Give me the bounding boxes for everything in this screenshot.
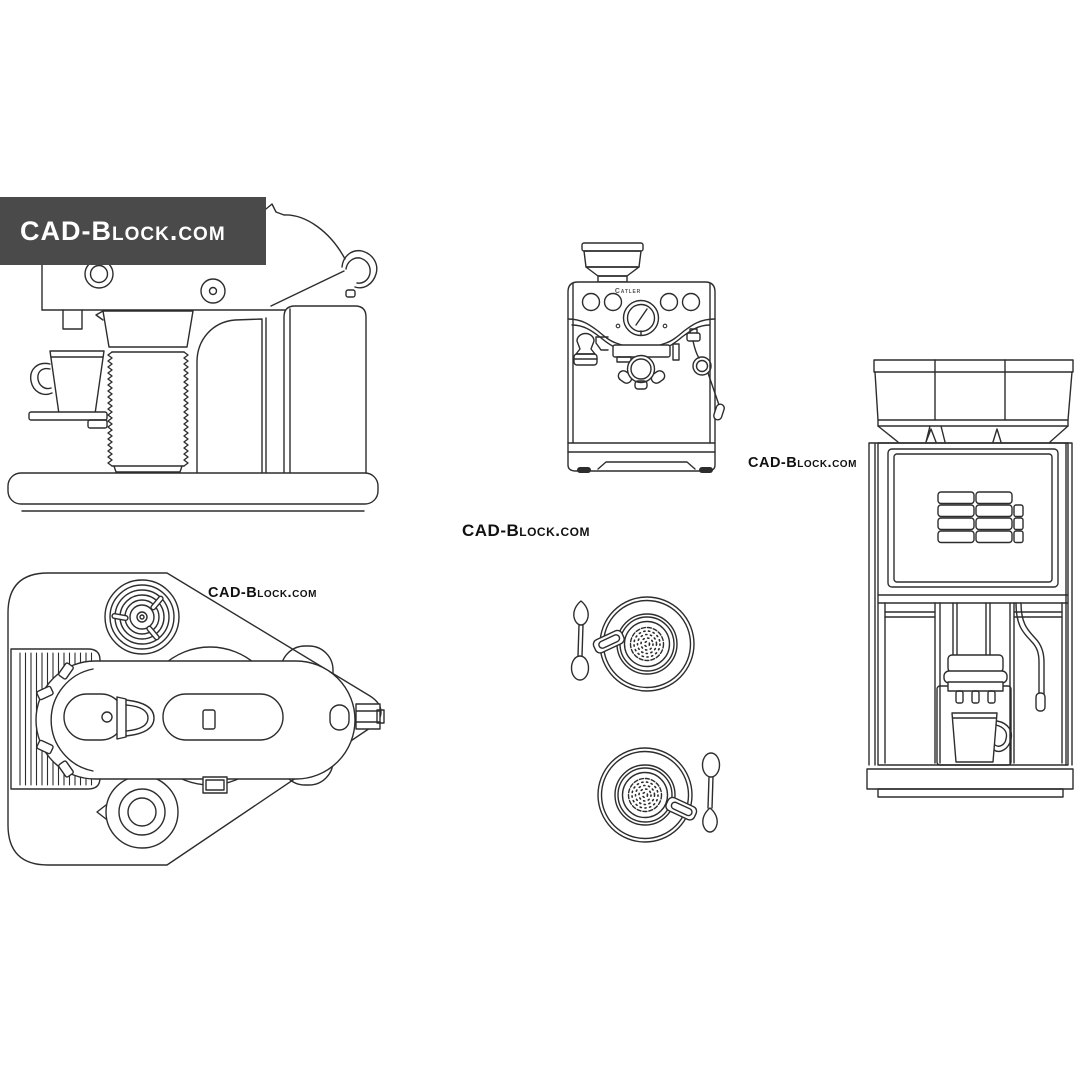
dispenser — [936, 602, 1012, 766]
milk-frother-top — [96, 775, 179, 849]
mid-section — [877, 594, 1069, 764]
bean-to-cup-machine-drawing — [866, 359, 1074, 798]
tamper — [573, 332, 598, 366]
coffee-foam — [627, 777, 663, 813]
top-recess — [162, 693, 284, 741]
cad-block-banner: CAD-Block.com — [0, 197, 266, 265]
vent-grate — [104, 579, 180, 655]
water-tank — [283, 305, 367, 474]
drip-tray — [597, 461, 696, 470]
watermark-center: CAD-Block.com — [462, 521, 590, 540]
bean-hoppers — [873, 359, 1074, 443]
watermark-right: CAD-Block.com — [748, 455, 857, 471]
foot-right — [699, 467, 713, 473]
banner-logo-text: CAD-Block.com — [20, 215, 226, 246]
mug — [951, 712, 1013, 763]
machine-column — [196, 317, 267, 474]
espresso-cup-and-tray — [28, 350, 108, 429]
espresso-machine-top-view-drawing — [7, 572, 385, 866]
bean-hopper — [581, 242, 644, 283]
machine-body-top — [35, 660, 385, 794]
cup-handle — [30, 362, 53, 396]
machine-head — [41, 203, 378, 330]
display-panel — [887, 448, 1059, 588]
lid-button — [200, 278, 226, 304]
coffee-foam — [629, 626, 665, 662]
lever-recess — [63, 693, 125, 741]
steam-wand — [1015, 602, 1046, 712]
steam-wand — [686, 328, 725, 421]
drink-buttons — [937, 491, 1024, 544]
brand-label: Catler — [615, 288, 641, 295]
lid-handle — [341, 249, 378, 298]
group-head-portafilter — [595, 336, 680, 390]
machine-base — [7, 472, 379, 512]
control-knobs — [581, 292, 701, 312]
capsule-clamp — [116, 696, 127, 740]
cup-tray — [28, 411, 108, 421]
rear-connector — [355, 703, 381, 730]
milk-frother — [95, 310, 194, 473]
watermark-top-view: CAD-Block.com — [208, 585, 317, 601]
espresso-cup — [49, 350, 105, 415]
coffee-cup-top — [592, 596, 695, 692]
cup-handle — [665, 796, 698, 821]
espresso-machine-front-view-drawing: Catler — [567, 242, 725, 473]
pressure-gauge — [615, 299, 668, 337]
coffee-cups-top-view-drawing — [570, 596, 721, 843]
cup-handle — [592, 629, 625, 654]
base — [866, 768, 1074, 798]
teaspoon-left — [570, 600, 590, 681]
foot-left — [577, 467, 591, 473]
coffee-cup-bottom — [597, 747, 698, 843]
teaspoon-right — [701, 752, 721, 833]
espresso-machine-side-view-drawing — [7, 203, 379, 512]
coffee-spout — [62, 309, 83, 330]
